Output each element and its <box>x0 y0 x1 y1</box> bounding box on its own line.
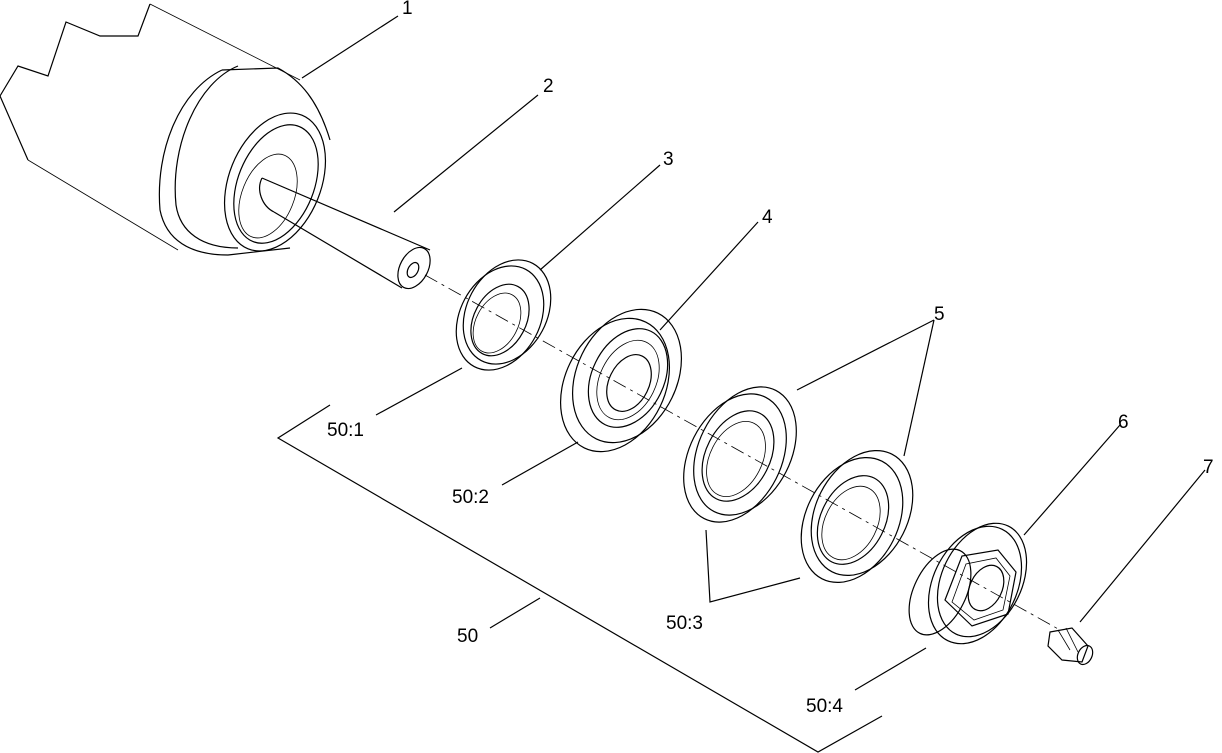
callout-50-4: 50:4 <box>806 696 843 717</box>
seal-ring <box>455 259 552 371</box>
bearing <box>559 308 683 453</box>
roller-housing <box>0 3 331 256</box>
center-axis-line <box>424 274 1061 631</box>
lock-nut <box>908 522 1028 645</box>
callout-7: 7 <box>1203 457 1214 478</box>
spacer-ring-b <box>800 449 914 584</box>
callout-50-2: 50:2 <box>452 487 489 508</box>
grease-fitting <box>1047 627 1094 666</box>
callout-50: 50 <box>457 626 478 647</box>
callout-1: 1 <box>402 0 413 19</box>
callout-2: 2 <box>543 76 554 97</box>
callout-5: 5 <box>934 304 945 325</box>
callout-50-1: 50:1 <box>327 420 364 441</box>
callout-6: 6 <box>1118 412 1129 433</box>
shaft <box>259 177 431 290</box>
leader-lines <box>276 15 1206 753</box>
callout-50-3: 50:3 <box>666 613 703 634</box>
spacer-ring-a <box>683 386 797 523</box>
callout-4: 4 <box>762 207 773 228</box>
callout-3: 3 <box>663 149 674 170</box>
